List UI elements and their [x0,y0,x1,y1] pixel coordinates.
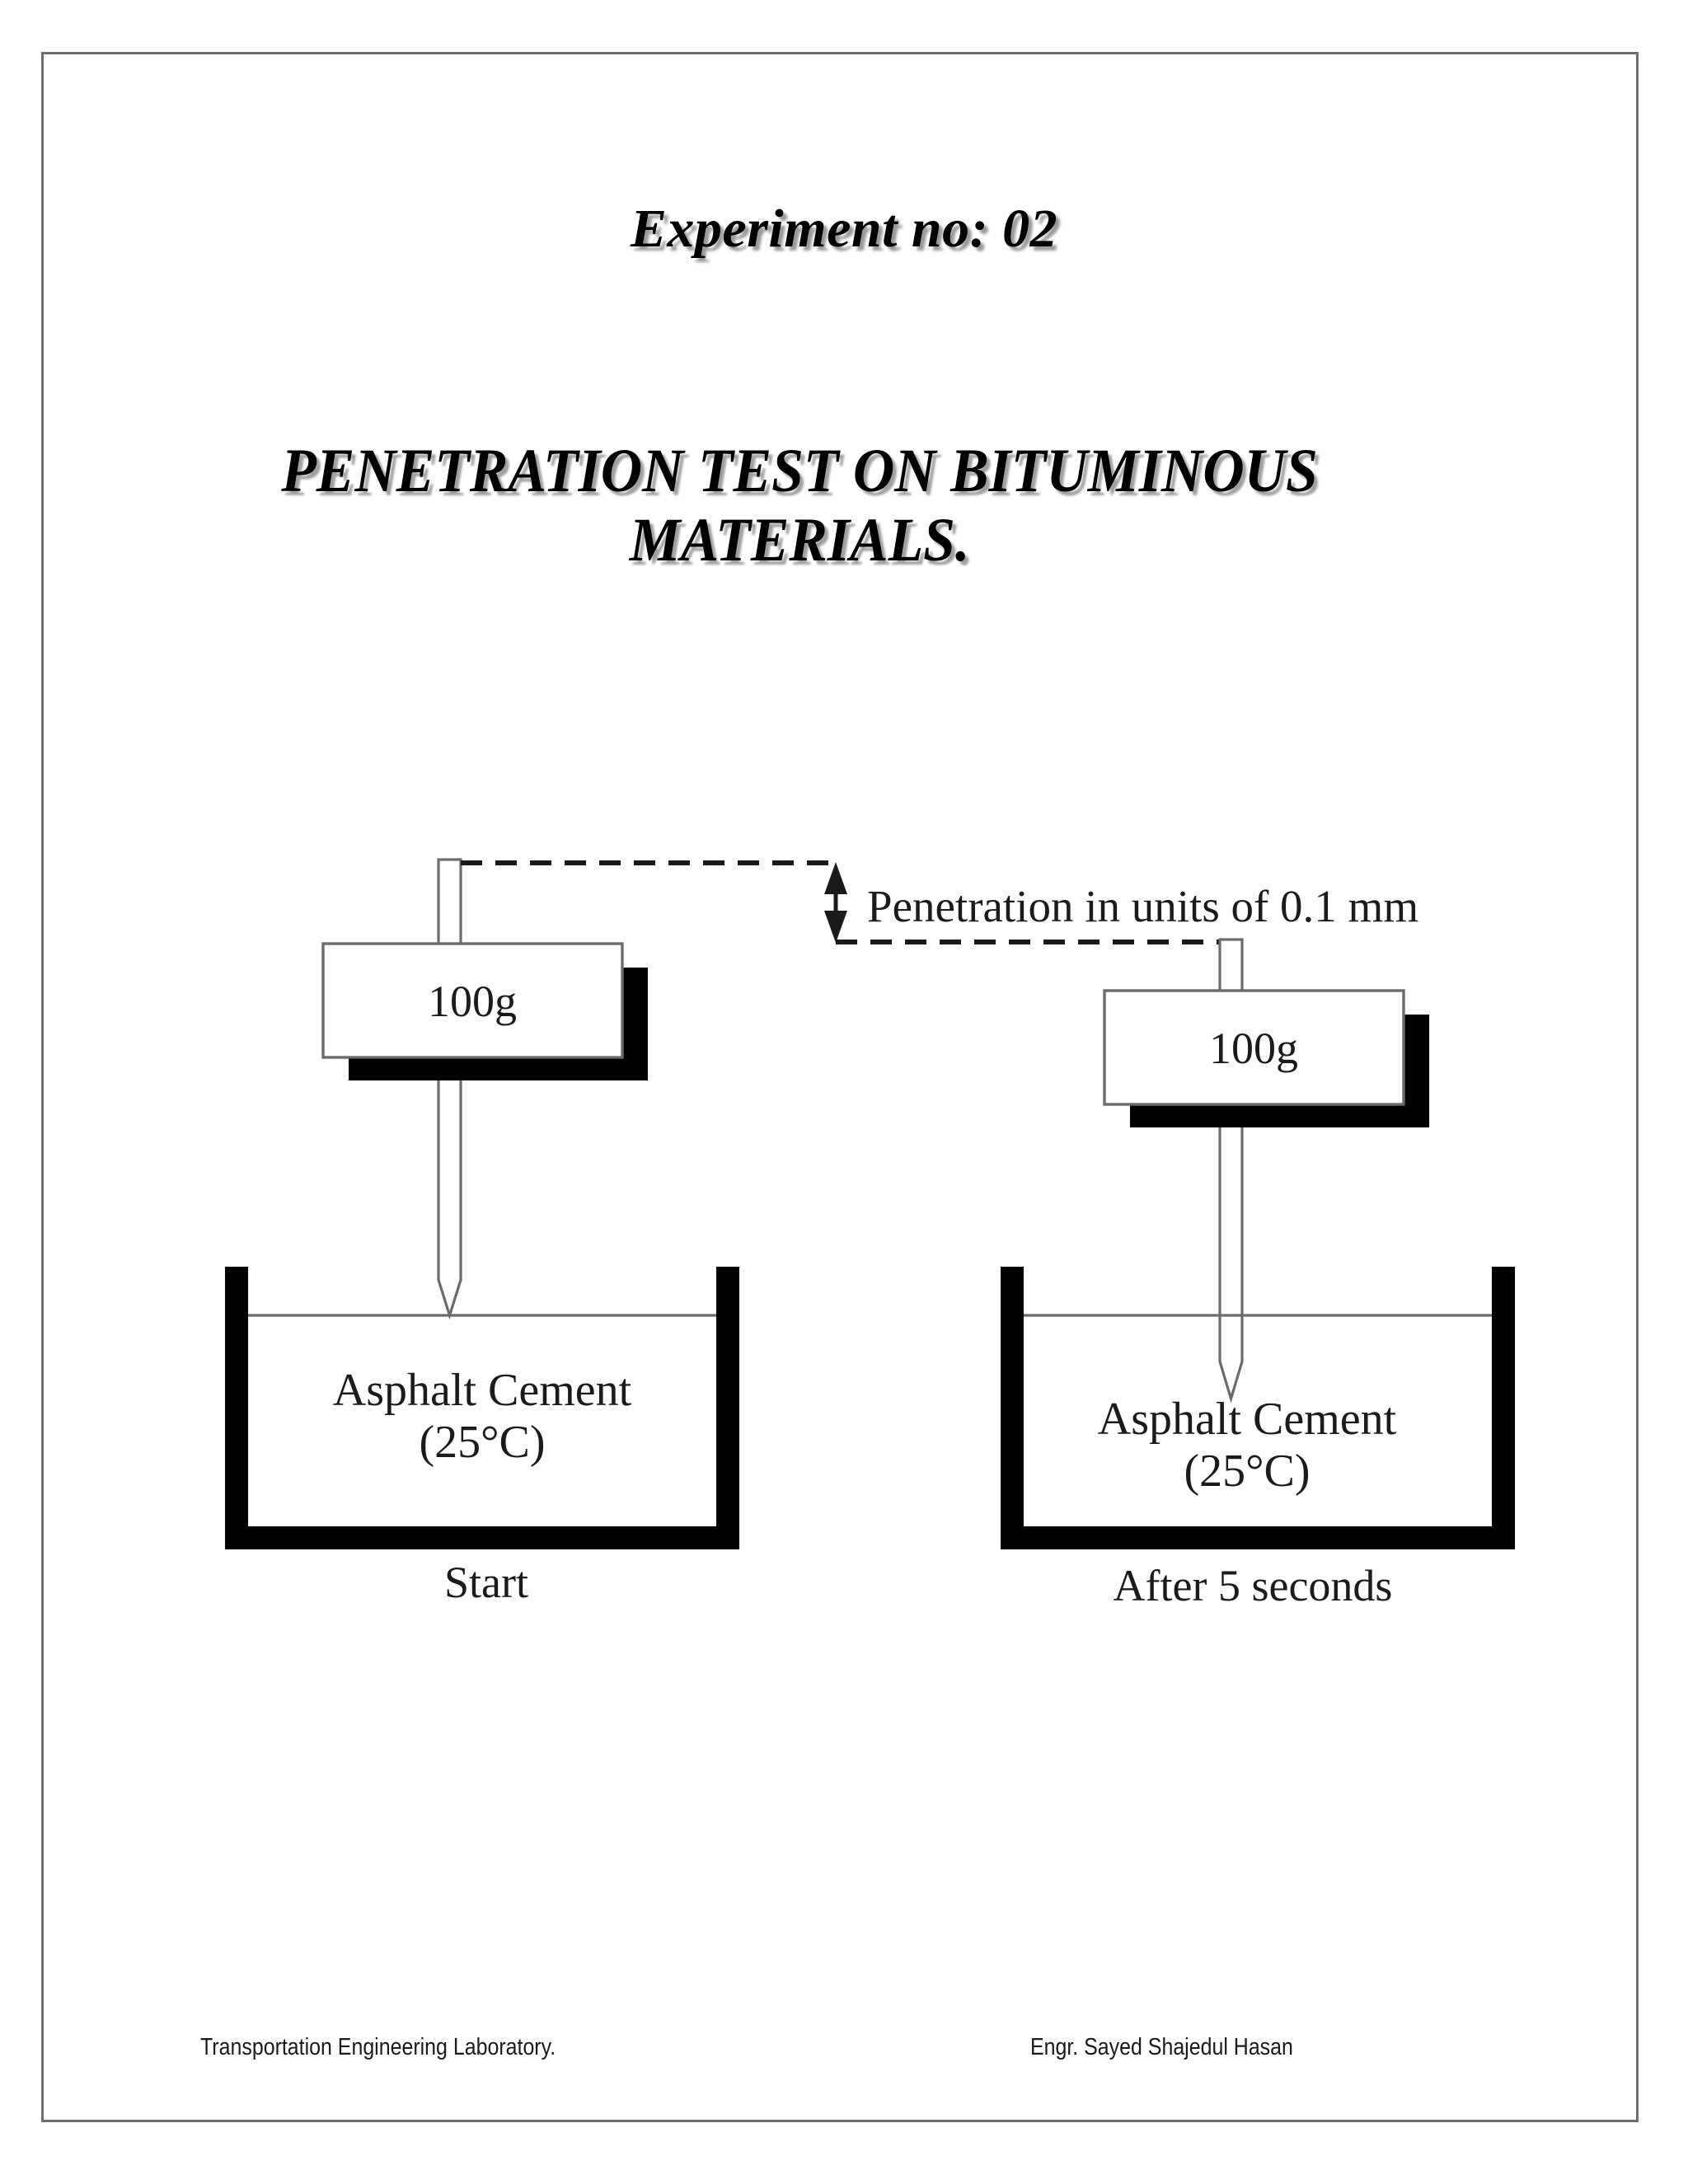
penetration-dimension: Penetration in units of 0.1 mm [461,860,1418,944]
page-title: PENETRATION TEST ON BITUMINOUS MATERIALS… [186,437,1413,575]
experiment-title: Experiment no: 02 [630,199,1058,259]
dimension-arrowhead-down [824,911,847,943]
material-label-left-line2: (25°C) [419,1417,545,1468]
material-label-right-line2: (25°C) [1184,1446,1310,1497]
needle-shaft-upper-left [437,858,462,948]
page-footer: Transportation Engineering Laboratory. E… [41,2034,1639,2083]
needle-shaft-upper-right [1218,938,1244,995]
dimension-label: Penetration in units of 0.1 mm [867,881,1418,931]
weight-box-left [321,942,624,1059]
material-label-left-line1: Asphalt Cement [333,1365,632,1416]
caption-left: Start [444,1558,528,1607]
left-apparatus: 100g Asphalt Cement (25°C) Start [225,858,739,1607]
weight-box-right [1103,989,1405,1106]
page-title-line-2: MATERIALS. [629,506,970,574]
footer-right-text: Engr. Sayed Shajedul Hasan [1030,2034,1293,2060]
caption-right: After 5 seconds [1114,1561,1393,1610]
right-apparatus: 100g Asphalt Cement (25°C) After 5 secon… [1001,938,1515,1610]
weight-label-left: 100g [428,977,517,1026]
weight-label-right: 100g [1209,1024,1298,1073]
dimension-arrowhead-up [824,862,847,894]
material-label-right-line1: Asphalt Cement [1098,1394,1397,1445]
footer-left-text: Transportation Engineering Laboratory. [200,2034,556,2060]
page-title-line-1: PENETRATION TEST ON BITUMINOUS [281,437,1318,505]
